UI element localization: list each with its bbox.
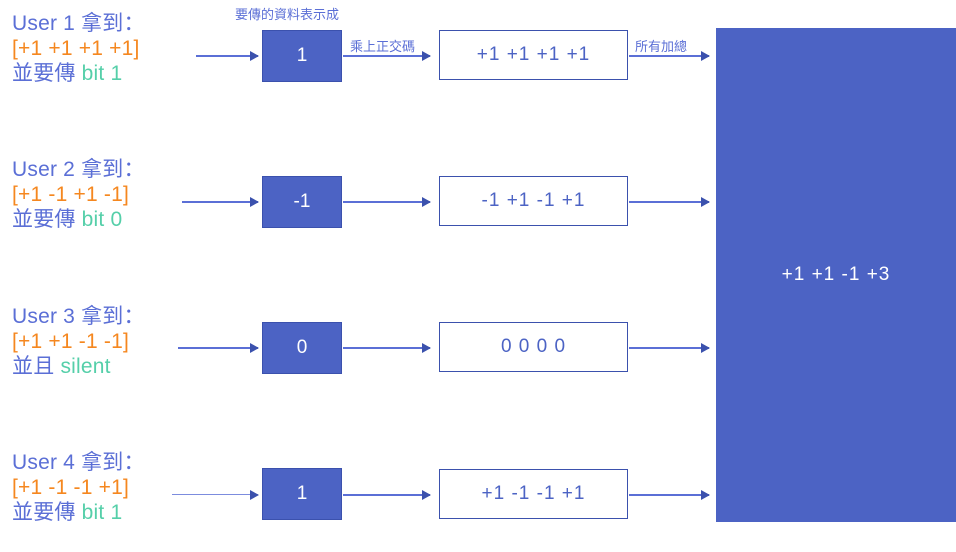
symbol-box-user-4: 1 xyxy=(262,468,342,520)
user-3-action: 並且 silent xyxy=(12,355,222,380)
arrow-symbol-3-to-spread xyxy=(343,343,431,353)
symbol-box-user-1: 1 xyxy=(262,30,342,82)
arrow-user-3-to-symbol xyxy=(178,343,259,353)
user-1-action-value: bit 1 xyxy=(81,61,123,85)
user-2-action-value: bit 0 xyxy=(81,207,123,231)
arrow-user-2-to-symbol xyxy=(182,197,259,207)
arrow-symbol-2-to-spread xyxy=(343,197,431,207)
user-4-action: 並要傳 bit 1 xyxy=(12,501,222,526)
encode-stage-label: 要傳的資料表示成 xyxy=(235,7,340,22)
user-4-code: [+1 -1 -1 +1] xyxy=(12,475,130,499)
user-2-name: User 2 拿到： xyxy=(12,158,145,181)
combined-signal-text: +1 +1 -1 +3 xyxy=(781,264,891,285)
user-3-action-value: silent xyxy=(60,354,111,378)
user-4-name: User 4 拿到： xyxy=(12,451,145,474)
arrow-spread-1-to-channel xyxy=(629,51,710,61)
user-2-action: 並要傳 bit 0 xyxy=(12,208,222,233)
spread-box-user-3: 0 0 0 0 xyxy=(439,322,628,372)
arrow-spread-3-to-channel xyxy=(629,343,710,353)
spread-box-user-1: +1 +1 +1 +1 xyxy=(439,30,628,80)
arrow-spread-4-to-channel xyxy=(629,490,710,500)
arrow-user-1-to-symbol xyxy=(196,51,259,61)
caption-multiply-orthogonal-code: 乘上正交碼 xyxy=(350,39,416,54)
arrow-symbol-1-to-spread xyxy=(343,51,431,61)
user-block-1: User 1 拿到： [+1 +1 +1 +1] 並要傳 bit 1 xyxy=(12,12,222,86)
user-1-action: 並要傳 bit 1 xyxy=(12,62,222,87)
user-block-2: User 2 拿到： [+1 -1 +1 -1] 並要傳 bit 0 xyxy=(12,158,222,232)
user-3-action-prefix: 並且 xyxy=(12,354,61,378)
user-4-action-value: bit 1 xyxy=(81,500,123,524)
user-4-action-prefix: 並要傳 xyxy=(12,500,82,524)
arrow-symbol-4-to-spread xyxy=(343,490,431,500)
user-2-code: [+1 -1 +1 -1] xyxy=(12,182,130,206)
caption-sum-all: 所有加總 xyxy=(635,39,688,54)
user-1-code: [+1 +1 +1 +1] xyxy=(12,36,140,60)
symbol-box-user-2: -1 xyxy=(262,176,342,228)
symbol-box-user-3: 0 xyxy=(262,322,342,374)
user-block-4: User 4 拿到： [+1 -1 -1 +1] 並要傳 bit 1 xyxy=(12,451,222,525)
user-3-code: [+1 +1 -1 -1] xyxy=(12,329,130,353)
arrow-spread-2-to-channel xyxy=(629,197,710,207)
spread-box-user-4: +1 -1 -1 +1 xyxy=(439,469,628,519)
user-3-name: User 3 拿到： xyxy=(12,305,145,328)
user-1-action-prefix: 並要傳 xyxy=(12,61,82,85)
arrow-user-4-to-symbol xyxy=(172,489,259,502)
spread-box-user-2: -1 +1 -1 +1 xyxy=(439,176,628,226)
combined-channel-box: +1 +1 -1 +3 xyxy=(716,28,956,522)
user-1-name: User 1 拿到： xyxy=(12,12,145,35)
user-block-3: User 3 拿到： [+1 +1 -1 -1] 並且 silent xyxy=(12,305,222,379)
user-2-action-prefix: 並要傳 xyxy=(12,207,82,231)
